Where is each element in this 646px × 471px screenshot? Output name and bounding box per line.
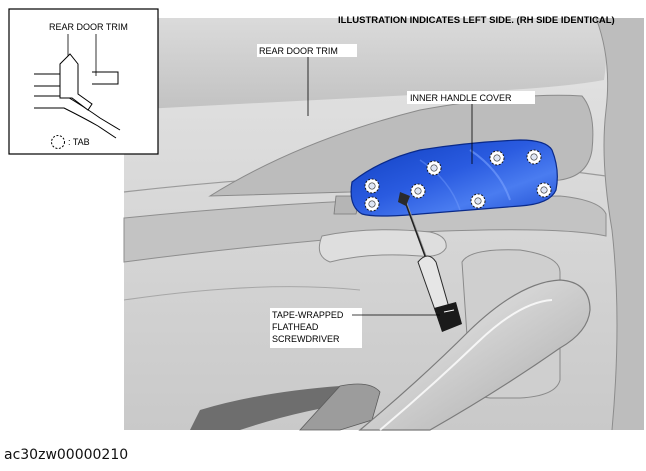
figure-id: ac30zw00000210	[4, 447, 129, 463]
callout-inner-handle-cover-label: INNER HANDLE COVER	[410, 93, 512, 103]
tab-marker	[364, 196, 380, 212]
inset-detail: REAR DOOR TRIM : TAB	[8, 8, 159, 155]
inset-title: REAR DOOR TRIM	[49, 22, 128, 32]
callout-screwdriver-line1: TAPE-WRAPPED	[272, 310, 344, 320]
tab-marker	[410, 183, 426, 199]
callout-screwdriver-line3: SCREWDRIVER	[272, 334, 340, 344]
tab-marker	[526, 149, 542, 165]
callout-screwdriver-line2: FLATHEAD	[272, 322, 319, 332]
door-panel	[123, 17, 644, 431]
tab-marker	[426, 160, 442, 176]
tab-marker	[489, 150, 505, 166]
callout-rear-door-trim: REAR DOOR TRIM	[257, 44, 357, 116]
inset-legend-text: : TAB	[68, 137, 90, 147]
tab-legend-icon	[51, 135, 65, 149]
callout-rear-door-trim-label: REAR DOOR TRIM	[259, 46, 338, 56]
inner-handle-lever	[318, 195, 447, 263]
tab-marker	[364, 178, 380, 194]
header-note: ILLUSTRATION INDICATES LEFT SIDE. (RH SI…	[338, 15, 615, 26]
callout-screwdriver: TAPE-WRAPPED FLATHEAD SCREWDRIVER	[270, 308, 440, 348]
tape-wrapped-screwdriver	[398, 192, 462, 332]
callout-inner-handle-cover: INNER HANDLE COVER	[407, 91, 535, 164]
tab-marker	[536, 182, 552, 198]
tab-marker	[470, 193, 486, 209]
door-pull-handle	[358, 249, 591, 431]
